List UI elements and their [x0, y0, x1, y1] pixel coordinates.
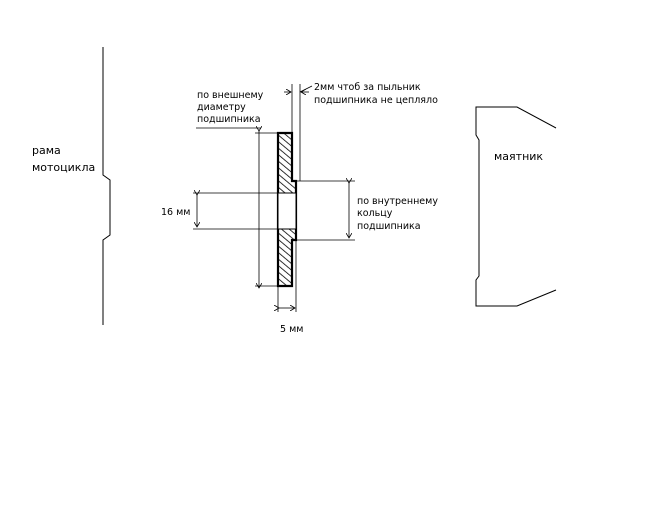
- frame-label-line1: рама: [32, 144, 61, 157]
- dim-5mm-label: 5 мм: [280, 324, 303, 335]
- frame-outline: [102, 47, 111, 325]
- outer-diameter-label-line1: по внешнему: [197, 90, 264, 101]
- dimension-lines: [197, 85, 349, 308]
- inner-ring-label-line3: подшипника: [357, 221, 421, 232]
- outer-diameter-label-line3: подшипника: [197, 114, 261, 125]
- inner-ring-label-line1: по внутреннему: [357, 196, 438, 207]
- washer-part: [276, 131, 298, 288]
- swingarm-label: маятник: [494, 150, 543, 163]
- frame-label-line2: мотоцикла: [32, 161, 95, 174]
- swingarm-outline: [475, 106, 557, 307]
- gap-label-line1: 2мм чтоб за пыльник: [314, 82, 421, 93]
- gap-label-line2: подшипника не цепляло: [314, 95, 438, 106]
- inner-ring-label-line2: кольцу: [357, 208, 393, 219]
- dim-16mm-label: 16 мм: [161, 207, 190, 218]
- outer-diameter-label-line2: диаметру: [197, 102, 246, 113]
